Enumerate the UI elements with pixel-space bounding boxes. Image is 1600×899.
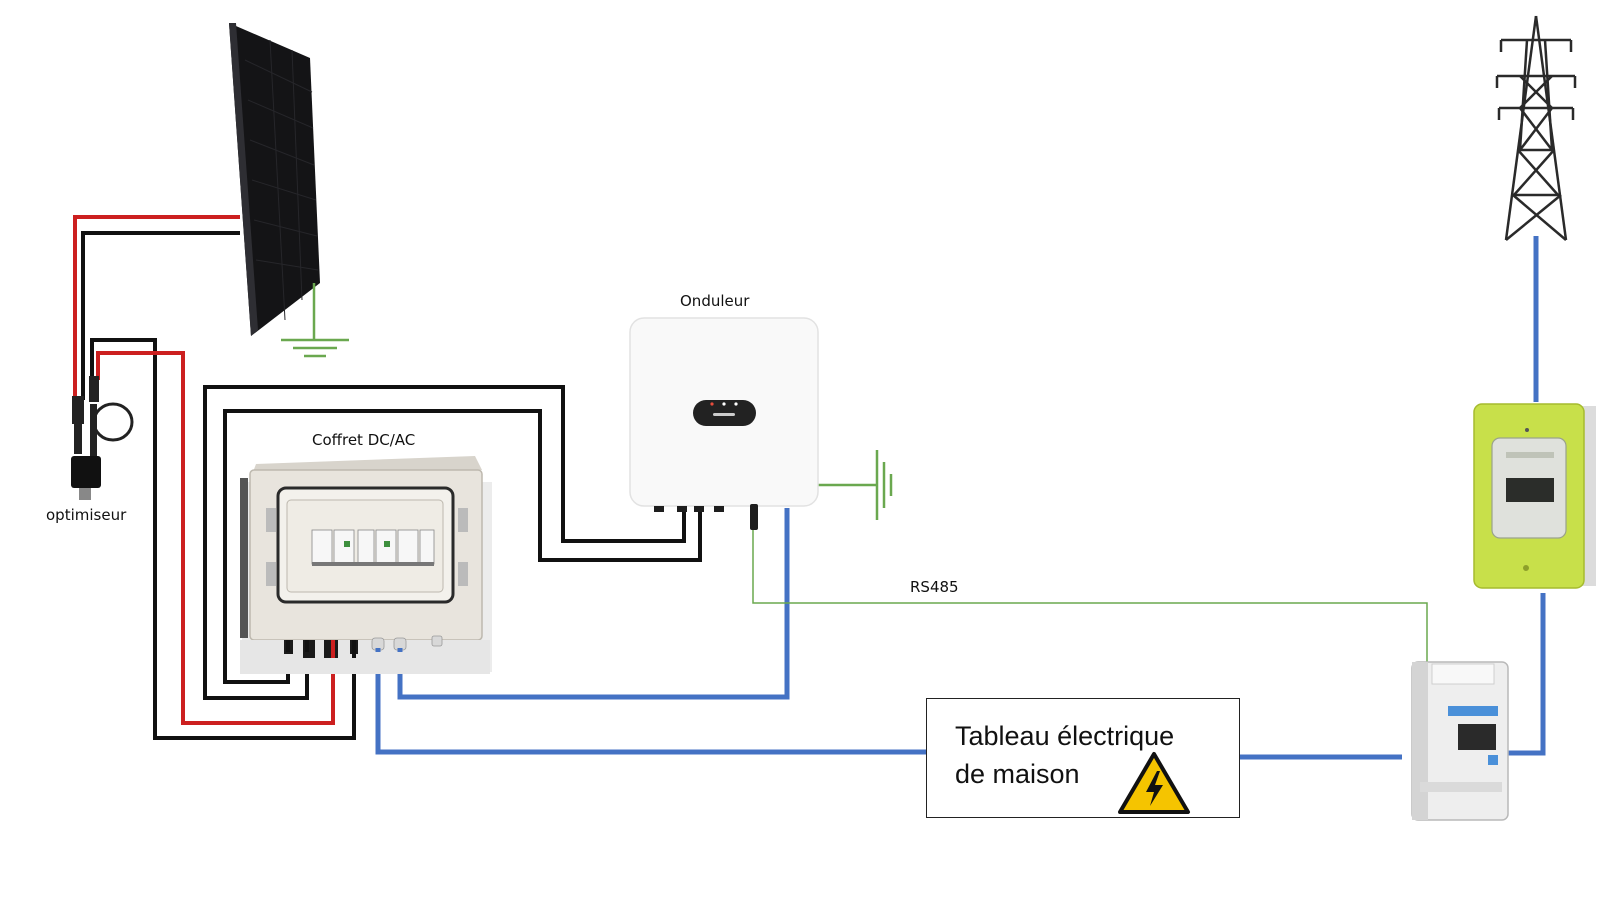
energy-meter-icon [1411, 661, 1509, 821]
dc-wire-outer [203, 385, 686, 700]
ground-icon [281, 283, 349, 358]
dc-positive-wire-optimizer [96, 351, 335, 725]
rs485-wire [752, 530, 1428, 665]
inverter-icon [629, 317, 819, 530]
dc-ac-box-label: Coffret DC/AC [312, 431, 416, 449]
dc-wire-inner [223, 409, 702, 684]
warning-icon [1118, 752, 1190, 814]
combiner-box-icon [240, 456, 492, 674]
box-wire-stubs [286, 640, 356, 658]
utility-meter-icon [1473, 403, 1596, 589]
house-panel-line2: de maison [955, 759, 1080, 789]
dc-wires-optimizer [90, 338, 356, 740]
dc-positive-wire-panel [73, 215, 240, 400]
house-panel-box: Tableau électrique de maison [926, 698, 1240, 818]
ac-wires [375, 236, 1546, 760]
box-ac-stubs [375, 648, 403, 652]
ac-wire-box-house [375, 648, 926, 755]
solar-panel-icon [229, 23, 320, 336]
house-panel-label: Tableau électrique de maison [955, 717, 1174, 793]
inverter-label: Onduleur [680, 292, 750, 310]
rs485-label: RS485 [910, 578, 959, 596]
dc-wires-panel [73, 215, 240, 400]
ac-wire-meter-utility [1505, 593, 1546, 756]
optimizer-icon [71, 376, 134, 500]
inverter-earth [818, 450, 893, 520]
pylon-icon [1495, 15, 1577, 241]
house-panel-line1: Tableau électrique [955, 721, 1175, 751]
optimizer-label: optimiseur [46, 506, 127, 524]
dc-wires-inverter [203, 385, 702, 700]
dc-negative-wire-panel [81, 231, 240, 400]
dc-negative-wire-optimizer [90, 338, 356, 740]
